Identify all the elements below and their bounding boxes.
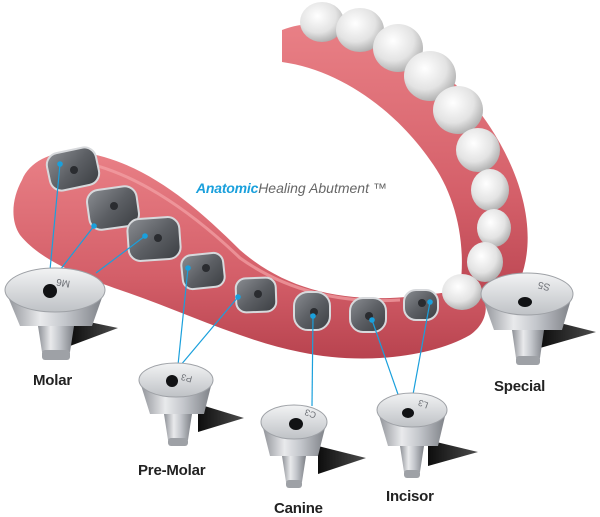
abutment-special: S5 <box>480 272 596 365</box>
abutment-neck <box>512 330 544 358</box>
tooth <box>477 209 511 247</box>
abutment-code: P3 <box>180 372 193 385</box>
abutment-code: S5 <box>536 278 551 292</box>
abutment-hole <box>518 297 532 307</box>
tooth <box>456 128 500 172</box>
abutment-neck <box>38 326 74 352</box>
abutment-code: C3 <box>303 407 317 420</box>
label-incisor: Incisor <box>386 488 434 505</box>
gum-inner-edge <box>69 158 401 303</box>
leader-dot <box>369 317 375 323</box>
seated-abutment-molar-3 <box>126 216 182 262</box>
caption-brand: Anatomic <box>196 180 259 196</box>
leader-dot <box>57 161 63 167</box>
leader-lines <box>49 163 431 407</box>
screw-hole <box>70 166 78 174</box>
leader-line-molar <box>59 225 95 271</box>
screw-hole <box>110 202 118 210</box>
leader-line-incisor <box>371 319 401 401</box>
seated-abutment-premolar-1 <box>180 251 226 291</box>
leader-line-canine <box>311 315 314 407</box>
leader-dot <box>235 294 241 300</box>
screw-hole <box>154 234 162 242</box>
abutment-hole <box>402 408 414 418</box>
abutment-neck <box>282 456 306 482</box>
leader-dot <box>185 265 191 271</box>
abutment-canine: C3 <box>260 404 366 488</box>
screw-hole <box>418 299 426 307</box>
leader-line-molar <box>49 163 61 271</box>
label-molar: Molar <box>33 372 73 389</box>
diagram-caption: AnatomicHealing Abutment ™ <box>196 180 387 196</box>
abutment-code: L3 <box>417 398 430 411</box>
screw-hole <box>202 264 210 272</box>
leader-dots <box>57 161 433 323</box>
leader-dot <box>142 233 148 239</box>
seated-abutments <box>45 146 439 333</box>
abutment-neck <box>400 446 424 472</box>
abutment-base <box>168 438 188 446</box>
abutment-base <box>516 356 540 365</box>
leader-dot <box>310 313 316 319</box>
leader-line-premolar <box>179 296 239 367</box>
leader-dot <box>427 299 433 305</box>
leader-line-premolar <box>177 267 189 366</box>
abutment-base <box>42 350 70 360</box>
abutment-premolar: P3 <box>138 362 244 446</box>
abutment-incisor: L3 <box>376 392 478 478</box>
leader-dot <box>91 223 97 229</box>
tooth <box>442 274 482 310</box>
abutment-base <box>286 480 302 488</box>
leader-line-molar <box>95 235 146 274</box>
tooth <box>336 8 384 52</box>
tooth <box>404 51 456 101</box>
abutment-base <box>404 470 420 478</box>
screw-hole <box>254 290 262 298</box>
label-special: Special <box>494 378 546 395</box>
leader-line-incisor <box>411 301 431 401</box>
abutment-neck <box>164 414 192 440</box>
label-premolar: Pre-Molar <box>138 462 206 479</box>
abutment-shadow <box>428 440 478 466</box>
teeth-row <box>300 2 511 310</box>
caption-rest: Healing Abutment ™ <box>258 180 387 196</box>
label-canine: Canine <box>274 500 323 517</box>
abutment-shadow <box>318 446 366 474</box>
abutment-hole <box>43 284 57 298</box>
abutment-hole <box>289 418 303 430</box>
abutment-molar: M6 <box>4 267 118 360</box>
abutment-top <box>480 272 574 316</box>
abutment-hole <box>166 375 178 387</box>
tooth <box>433 86 483 134</box>
abutment-shadow <box>198 404 244 432</box>
tooth <box>467 242 503 282</box>
tooth <box>300 2 344 42</box>
abutment-code: M6 <box>55 276 71 289</box>
tooth <box>471 169 509 211</box>
